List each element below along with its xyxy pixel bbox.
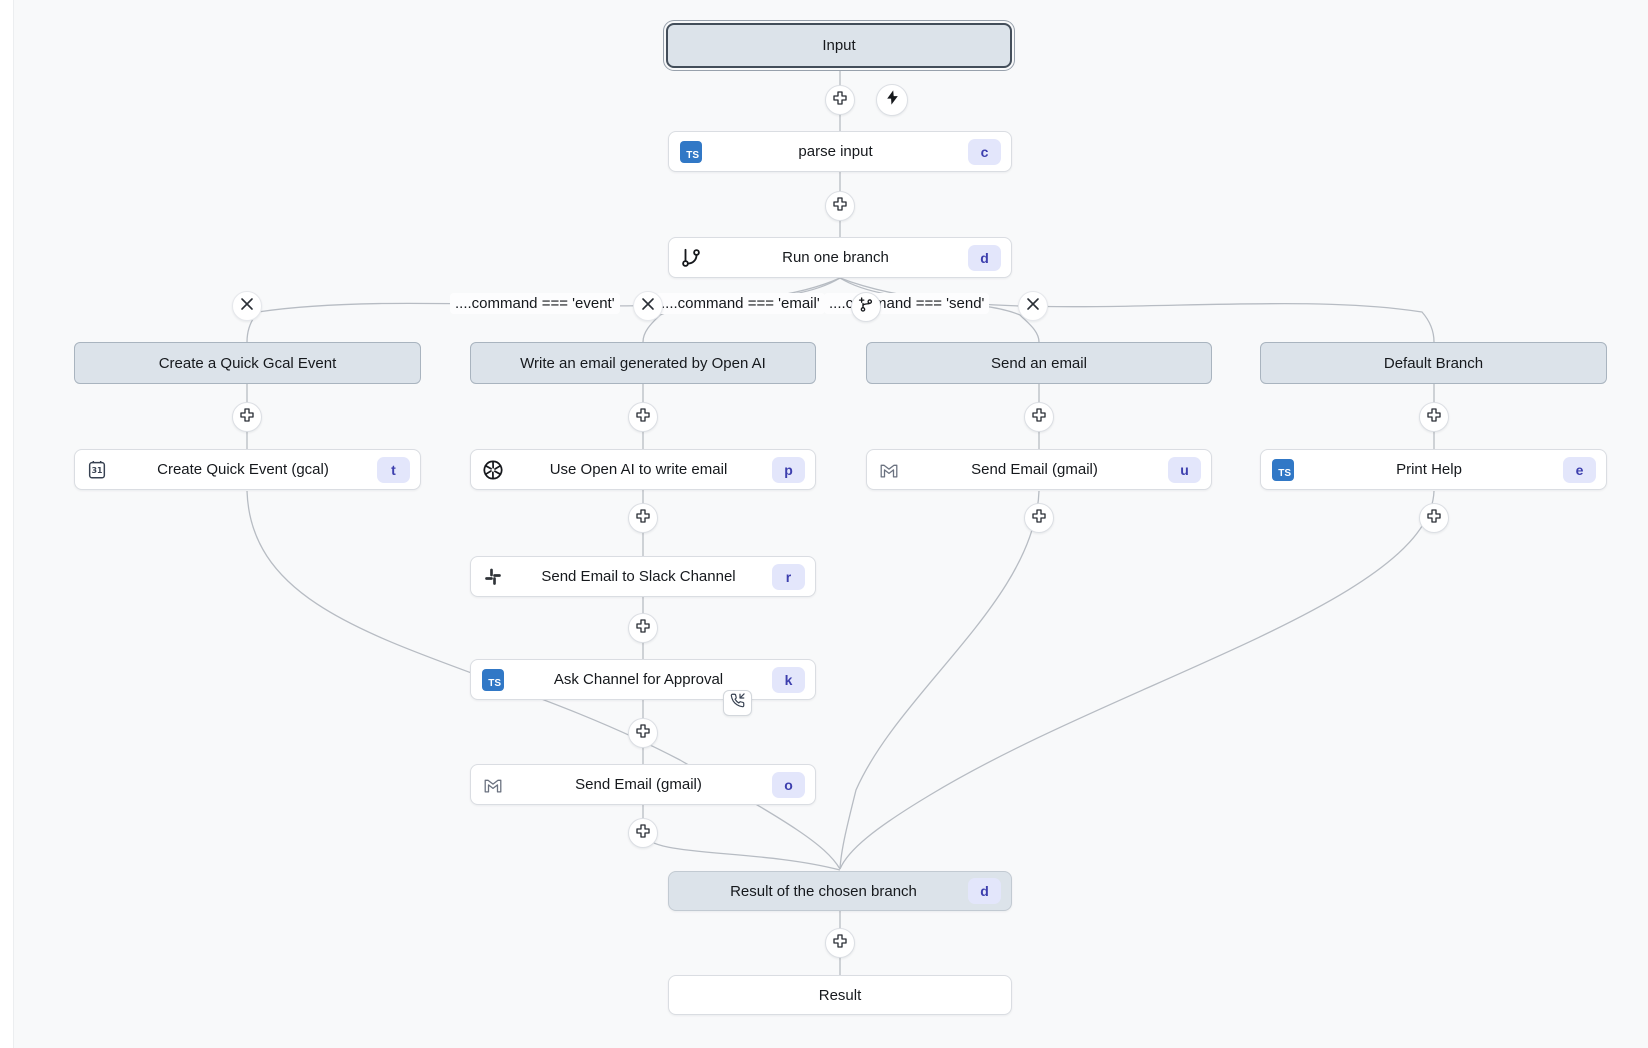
remove-branch-button[interactable] bbox=[633, 291, 663, 321]
step-label: parse input bbox=[798, 143, 873, 160]
branch-condition: ....command === 'send' bbox=[824, 293, 990, 314]
gcal-icon: 31 bbox=[85, 458, 109, 482]
input-node-label: Input bbox=[822, 37, 856, 54]
add-step-button[interactable] bbox=[628, 503, 658, 533]
branch-header-openai-email[interactable]: Write an email generated by Open AI bbox=[470, 342, 816, 384]
plus-icon bbox=[1031, 407, 1047, 428]
add-step-button[interactable] bbox=[628, 613, 658, 643]
add-branch-button[interactable] bbox=[851, 292, 881, 322]
git-branch-icon bbox=[679, 246, 703, 270]
step-badge: r bbox=[772, 563, 805, 590]
add-step-button[interactable] bbox=[628, 718, 658, 748]
flow-result-node[interactable]: Result bbox=[668, 975, 1012, 1015]
plus-icon bbox=[832, 933, 848, 954]
remove-branch-button[interactable] bbox=[1018, 291, 1048, 321]
suspend-approval-indicator bbox=[723, 690, 752, 716]
step-badge: d bbox=[968, 244, 1001, 271]
step-badge: o bbox=[772, 771, 805, 798]
add-step-button[interactable] bbox=[628, 402, 658, 432]
flow-step-send-gmail-approval[interactable]: Send Email (gmail) o bbox=[470, 764, 816, 805]
flow-step-parse-input[interactable]: TS parse input c bbox=[668, 131, 1012, 172]
typescript-icon: TS bbox=[1271, 458, 1295, 482]
step-label: Use Open AI to write email bbox=[549, 461, 728, 478]
branch-header-default[interactable]: Default Branch bbox=[1260, 342, 1607, 384]
typescript-icon: TS bbox=[481, 668, 505, 692]
flow-input-node[interactable]: Input bbox=[666, 23, 1012, 68]
branch-result-label: Result of the chosen branch bbox=[730, 882, 917, 900]
step-badge: u bbox=[1168, 456, 1201, 483]
plus-icon bbox=[1426, 407, 1442, 428]
close-icon bbox=[1026, 297, 1040, 316]
git-branch-plus-icon bbox=[857, 296, 875, 319]
add-step-button[interactable] bbox=[1419, 503, 1449, 533]
step-badge: p bbox=[772, 456, 805, 483]
zap-icon bbox=[884, 89, 901, 111]
plus-icon bbox=[635, 407, 651, 428]
step-label: Run one branch bbox=[782, 249, 889, 266]
branch-header-label: Send an email bbox=[991, 354, 1087, 372]
flow-step-ask-approval[interactable]: TS Ask Channel for Approval k bbox=[470, 659, 816, 700]
add-step-button[interactable] bbox=[628, 818, 658, 848]
remove-branch-button[interactable] bbox=[232, 291, 262, 321]
branch-header-label: Write an email generated by Open AI bbox=[520, 354, 766, 372]
step-badge: k bbox=[772, 666, 805, 693]
branch-condition: ....command === 'email' bbox=[656, 293, 825, 314]
plus-icon bbox=[635, 508, 651, 529]
add-step-button[interactable] bbox=[825, 191, 855, 221]
branch-header-label: Create a Quick Gcal Event bbox=[158, 354, 337, 372]
add-step-button[interactable] bbox=[1024, 402, 1054, 432]
step-badge: d bbox=[968, 878, 1001, 904]
svg-text:31: 31 bbox=[92, 466, 103, 475]
flow-step-send-slack[interactable]: Send Email to Slack Channel r bbox=[470, 556, 816, 597]
step-badge: e bbox=[1563, 456, 1596, 483]
flow-branch-result-node[interactable]: Result of the chosen branch d bbox=[668, 871, 1012, 911]
trigger-button[interactable] bbox=[876, 84, 908, 116]
step-label: Ask Channel for Approval bbox=[553, 671, 724, 688]
plus-icon bbox=[635, 618, 651, 639]
close-icon bbox=[641, 297, 655, 316]
add-step-button[interactable] bbox=[1024, 503, 1054, 533]
result-label: Result bbox=[818, 986, 862, 1004]
step-badge: c bbox=[968, 138, 1001, 165]
flow-step-send-gmail[interactable]: Send Email (gmail) u bbox=[866, 449, 1212, 490]
branch-header-send-email[interactable]: Send an email bbox=[866, 342, 1212, 384]
add-step-button[interactable] bbox=[825, 85, 855, 115]
close-icon bbox=[240, 297, 254, 316]
left-panel-edge bbox=[0, 0, 14, 1048]
step-label: Send Email (gmail) bbox=[971, 461, 1098, 478]
plus-icon bbox=[832, 196, 848, 217]
add-step-button[interactable] bbox=[825, 928, 855, 958]
add-step-button[interactable] bbox=[232, 402, 262, 432]
flow-step-print-help[interactable]: TS Print Help e bbox=[1260, 449, 1607, 490]
plus-icon bbox=[635, 823, 651, 844]
plus-icon bbox=[1426, 508, 1442, 529]
step-label: Send Email to Slack Channel bbox=[541, 568, 736, 585]
slack-icon bbox=[481, 565, 505, 589]
branch-header-gcal-event[interactable]: Create a Quick Gcal Event bbox=[74, 342, 421, 384]
add-step-button[interactable] bbox=[1419, 402, 1449, 432]
branch-condition: ....command === 'event' bbox=[450, 293, 620, 314]
typescript-icon: TS bbox=[679, 140, 703, 164]
flow-step-create-quick-event[interactable]: 31 Create Quick Event (gcal) t bbox=[74, 449, 421, 490]
openai-icon bbox=[481, 458, 505, 482]
gmail-icon bbox=[481, 773, 505, 797]
plus-icon bbox=[239, 407, 255, 428]
branch-header-label: Default Branch bbox=[1383, 354, 1484, 372]
step-label: Create Quick Event (gcal) bbox=[157, 461, 329, 478]
flow-step-openai-write-email[interactable]: Use Open AI to write email p bbox=[470, 449, 816, 490]
step-badge: t bbox=[377, 456, 410, 483]
step-label: Print Help bbox=[1396, 461, 1462, 478]
plus-icon bbox=[832, 90, 848, 111]
flow-step-run-one-branch[interactable]: Run one branch d bbox=[668, 237, 1012, 278]
plus-icon bbox=[1031, 508, 1047, 529]
gmail-icon bbox=[877, 458, 901, 482]
phone-incoming-icon bbox=[730, 693, 745, 713]
plus-icon bbox=[635, 723, 651, 744]
step-label: Send Email (gmail) bbox=[575, 776, 702, 793]
